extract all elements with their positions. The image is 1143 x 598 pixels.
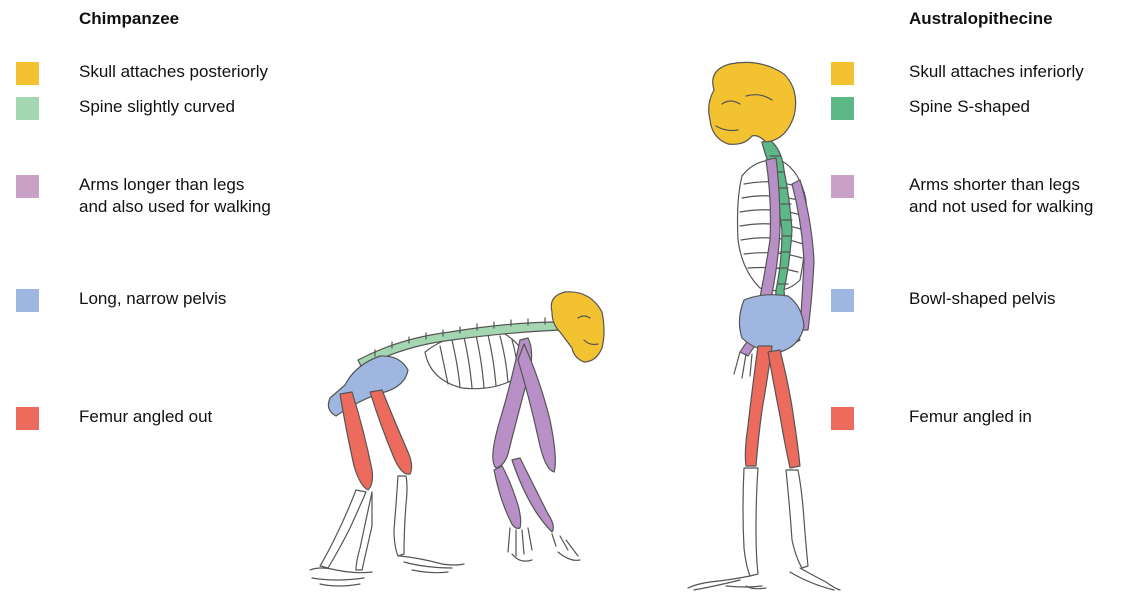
chimp-femur-b	[370, 390, 412, 474]
austral-skull	[709, 62, 796, 144]
australopithecine-skeleton	[688, 62, 840, 590]
austral-feet	[688, 568, 840, 590]
chimp-hands	[508, 528, 580, 561]
chimp-femur-a	[340, 392, 373, 490]
chimpanzee-skeleton	[310, 292, 604, 586]
chimp-lower-legs	[320, 476, 407, 570]
chimp-forearm-a	[494, 466, 521, 528]
austral-lower-legs	[743, 468, 808, 576]
chimp-ribs	[440, 335, 518, 388]
austral-femur-b	[768, 350, 800, 468]
austral-pelvis	[739, 295, 804, 352]
austral-femur-a	[745, 346, 772, 466]
chimp-pelvis	[328, 356, 408, 416]
chimp-skull	[551, 292, 604, 362]
chimp-scapula-arm	[518, 344, 555, 472]
